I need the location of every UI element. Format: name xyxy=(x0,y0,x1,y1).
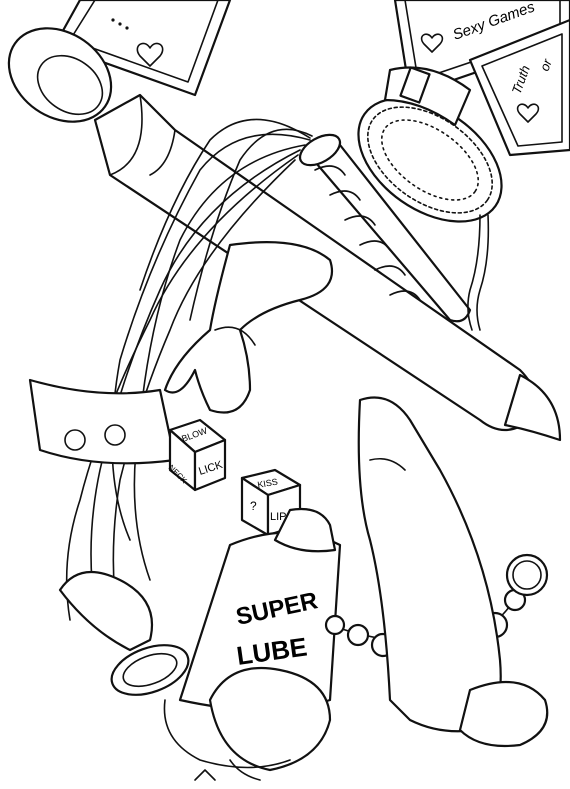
heart-icon xyxy=(516,103,540,123)
heart-toy xyxy=(208,666,332,781)
plug-toy xyxy=(58,570,190,696)
tall-toy xyxy=(357,396,549,748)
die-face-top: KISS xyxy=(257,477,279,490)
lube-tube: SUPER LUBE xyxy=(178,507,342,712)
game-card-truth-or-dare: Truth or xyxy=(468,18,570,157)
fuzzy-paddle xyxy=(357,66,503,331)
flogger xyxy=(65,118,472,621)
collar xyxy=(28,378,177,465)
heart-icon xyxy=(420,33,444,53)
die-face-side: ? xyxy=(250,499,257,513)
cuff xyxy=(163,699,291,781)
hand xyxy=(163,241,334,414)
game-card-sexy-games: Sexy Games xyxy=(393,0,570,97)
heart-icon xyxy=(136,42,164,67)
die-blow-lick: BLOW NECK LICK xyxy=(167,418,227,492)
